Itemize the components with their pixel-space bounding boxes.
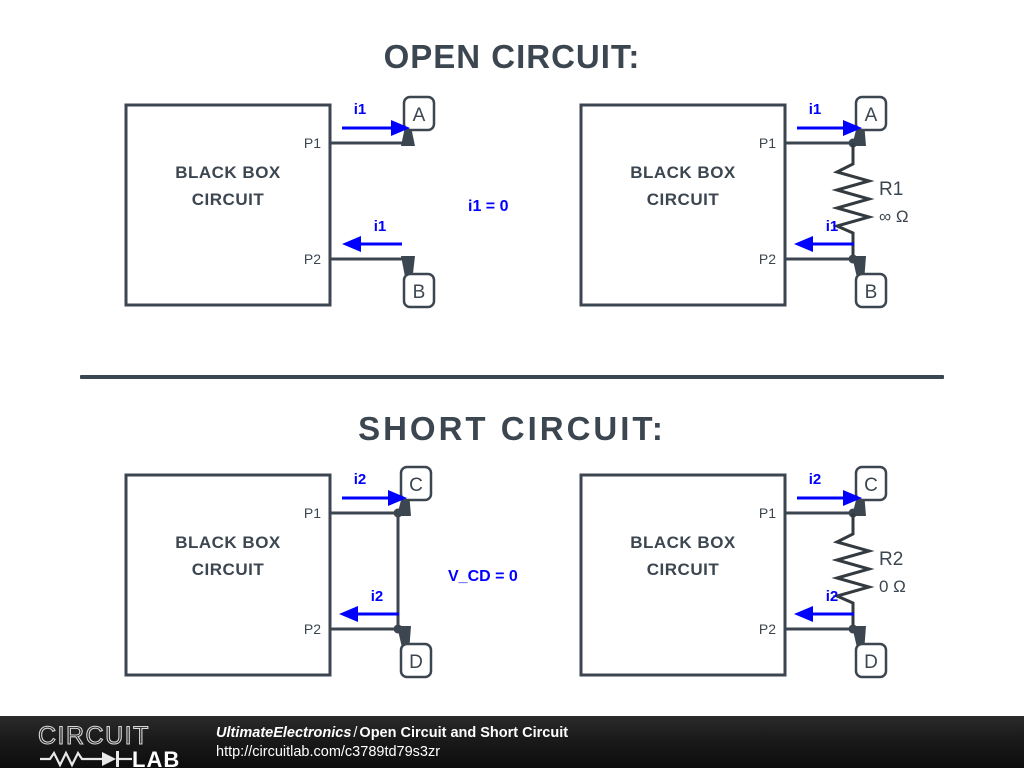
terminal-b: B — [854, 272, 888, 309]
open-circuit-heading: OPEN CIRCUIT: — [383, 38, 641, 75]
lead-wedge-a — [401, 122, 415, 146]
port-label-p2: P2 — [304, 621, 321, 637]
svg-text:A: A — [413, 105, 426, 126]
resistor-r2-name: R2 — [879, 549, 903, 570]
section-divider — [80, 375, 944, 379]
open-circuit-right-diagram: BLACK BOX CIRCUIT P1 P2 A i1 R1 ∞ Ω — [565, 92, 925, 322]
resistor-r2: R2 0 Ω — [831, 513, 906, 629]
terminal-c: C — [399, 465, 433, 502]
footer-caption: UltimateElectronics/Open Circuit and Sho… — [216, 724, 568, 762]
black-box-label-line1: BLACK BOX — [630, 533, 736, 552]
current-label-top: i2 — [809, 471, 822, 488]
open-circuit-left-diagram: BLACK BOX CIRCUIT P1 P2 A i1 — [110, 92, 450, 322]
svg-text:A: A — [865, 105, 878, 126]
current-arrow-bottom: i1 — [342, 218, 402, 252]
black-box-label-line1: BLACK BOX — [630, 163, 736, 182]
current-label-top: i1 — [809, 101, 822, 118]
footer-url[interactable]: http://circuitlab.com/c3789td79s3zr — [216, 744, 441, 760]
footer-bar: CIRCUIT LAB UltimateElectronics/Open Cir… — [0, 716, 1024, 768]
port-label-p2: P2 — [759, 251, 776, 267]
black-box-label-line2: CIRCUIT — [192, 190, 265, 209]
resistor-r1: R1 ∞ Ω — [831, 143, 909, 259]
black-box-label-line2: CIRCUIT — [647, 560, 720, 579]
black-box-label-line2: CIRCUIT — [647, 190, 720, 209]
terminal-a: A — [854, 95, 888, 132]
svg-text:C: C — [864, 475, 878, 496]
logo-word-circuit: CIRCUIT — [38, 722, 150, 750]
port-label-p2: P2 — [304, 251, 321, 267]
current-arrow-bottom: i2 — [794, 588, 854, 622]
current-arrow-top: i2 — [797, 471, 862, 506]
logo-diode-icon — [102, 752, 116, 766]
short-circuit-heading: SHORT CIRCUIT: — [358, 410, 666, 447]
current-arrow-bottom: i1 — [794, 218, 854, 252]
port-label-p1: P1 — [759, 135, 776, 151]
open-circuit-note: i1 = 0 — [468, 198, 509, 215]
circuitlab-logo[interactable]: CIRCUIT LAB — [36, 721, 196, 768]
port-label-p2: P2 — [759, 621, 776, 637]
current-label-bottom: i1 — [826, 218, 839, 235]
logo-word-lab: LAB — [132, 747, 180, 768]
svg-text:C: C — [409, 475, 423, 496]
resistor-r1-value: ∞ Ω — [879, 207, 909, 226]
terminal-d: D — [854, 642, 888, 679]
black-box-label-line1: BLACK BOX — [175, 533, 281, 552]
resistor-r1-name: R1 — [879, 179, 903, 200]
svg-text:D: D — [864, 652, 878, 673]
footer-page-title: Open Circuit and Short Circuit — [359, 725, 569, 741]
port-label-p1: P1 — [759, 505, 776, 521]
footer-title-line: UltimateElectronics/Open Circuit and Sho… — [216, 724, 568, 743]
terminal-c: C — [854, 465, 888, 502]
svg-text:B: B — [413, 282, 426, 303]
black-box-label-line2: CIRCUIT — [192, 560, 265, 579]
svg-text:D: D — [409, 652, 423, 673]
current-label-bottom: i2 — [826, 588, 839, 605]
current-arrow-top: i2 — [342, 471, 407, 506]
port-label-p1: P1 — [304, 135, 321, 151]
logo-diode-bar — [116, 751, 119, 767]
port-label-p1: P1 — [304, 505, 321, 521]
current-label-top: i2 — [354, 471, 367, 488]
black-box-rect — [579, 103, 787, 307]
current-arrow-bottom: i2 — [339, 588, 399, 622]
black-box-label-line1: BLACK BOX — [175, 163, 281, 182]
footer-book-title: UltimateElectronics — [216, 725, 352, 741]
logo-resistor-icon — [40, 750, 102, 768]
black-box-rect — [124, 473, 332, 677]
svg-text:B: B — [865, 282, 878, 303]
resistor-r2-value: 0 Ω — [879, 577, 906, 596]
short-circuit-left-diagram: BLACK BOX CIRCUIT P1 P2 C i2 — [110, 462, 450, 692]
footer-separator: / — [353, 725, 358, 741]
current-arrow-top: i1 — [797, 101, 862, 136]
terminal-a: A — [402, 95, 436, 132]
short-circuit-right-diagram: BLACK BOX CIRCUIT P1 P2 C i2 R2 0 Ω — [565, 462, 925, 692]
short-circuit-note: V_CD = 0 — [448, 568, 518, 585]
current-label-top: i1 — [354, 101, 367, 118]
terminal-d: D — [399, 642, 433, 679]
black-box-rect — [579, 473, 787, 677]
current-label-bottom: i1 — [374, 218, 387, 235]
current-label-bottom: i2 — [371, 588, 384, 605]
black-box-rect — [124, 103, 332, 307]
terminal-b: B — [402, 272, 436, 309]
current-arrow-top: i1 — [342, 101, 410, 136]
